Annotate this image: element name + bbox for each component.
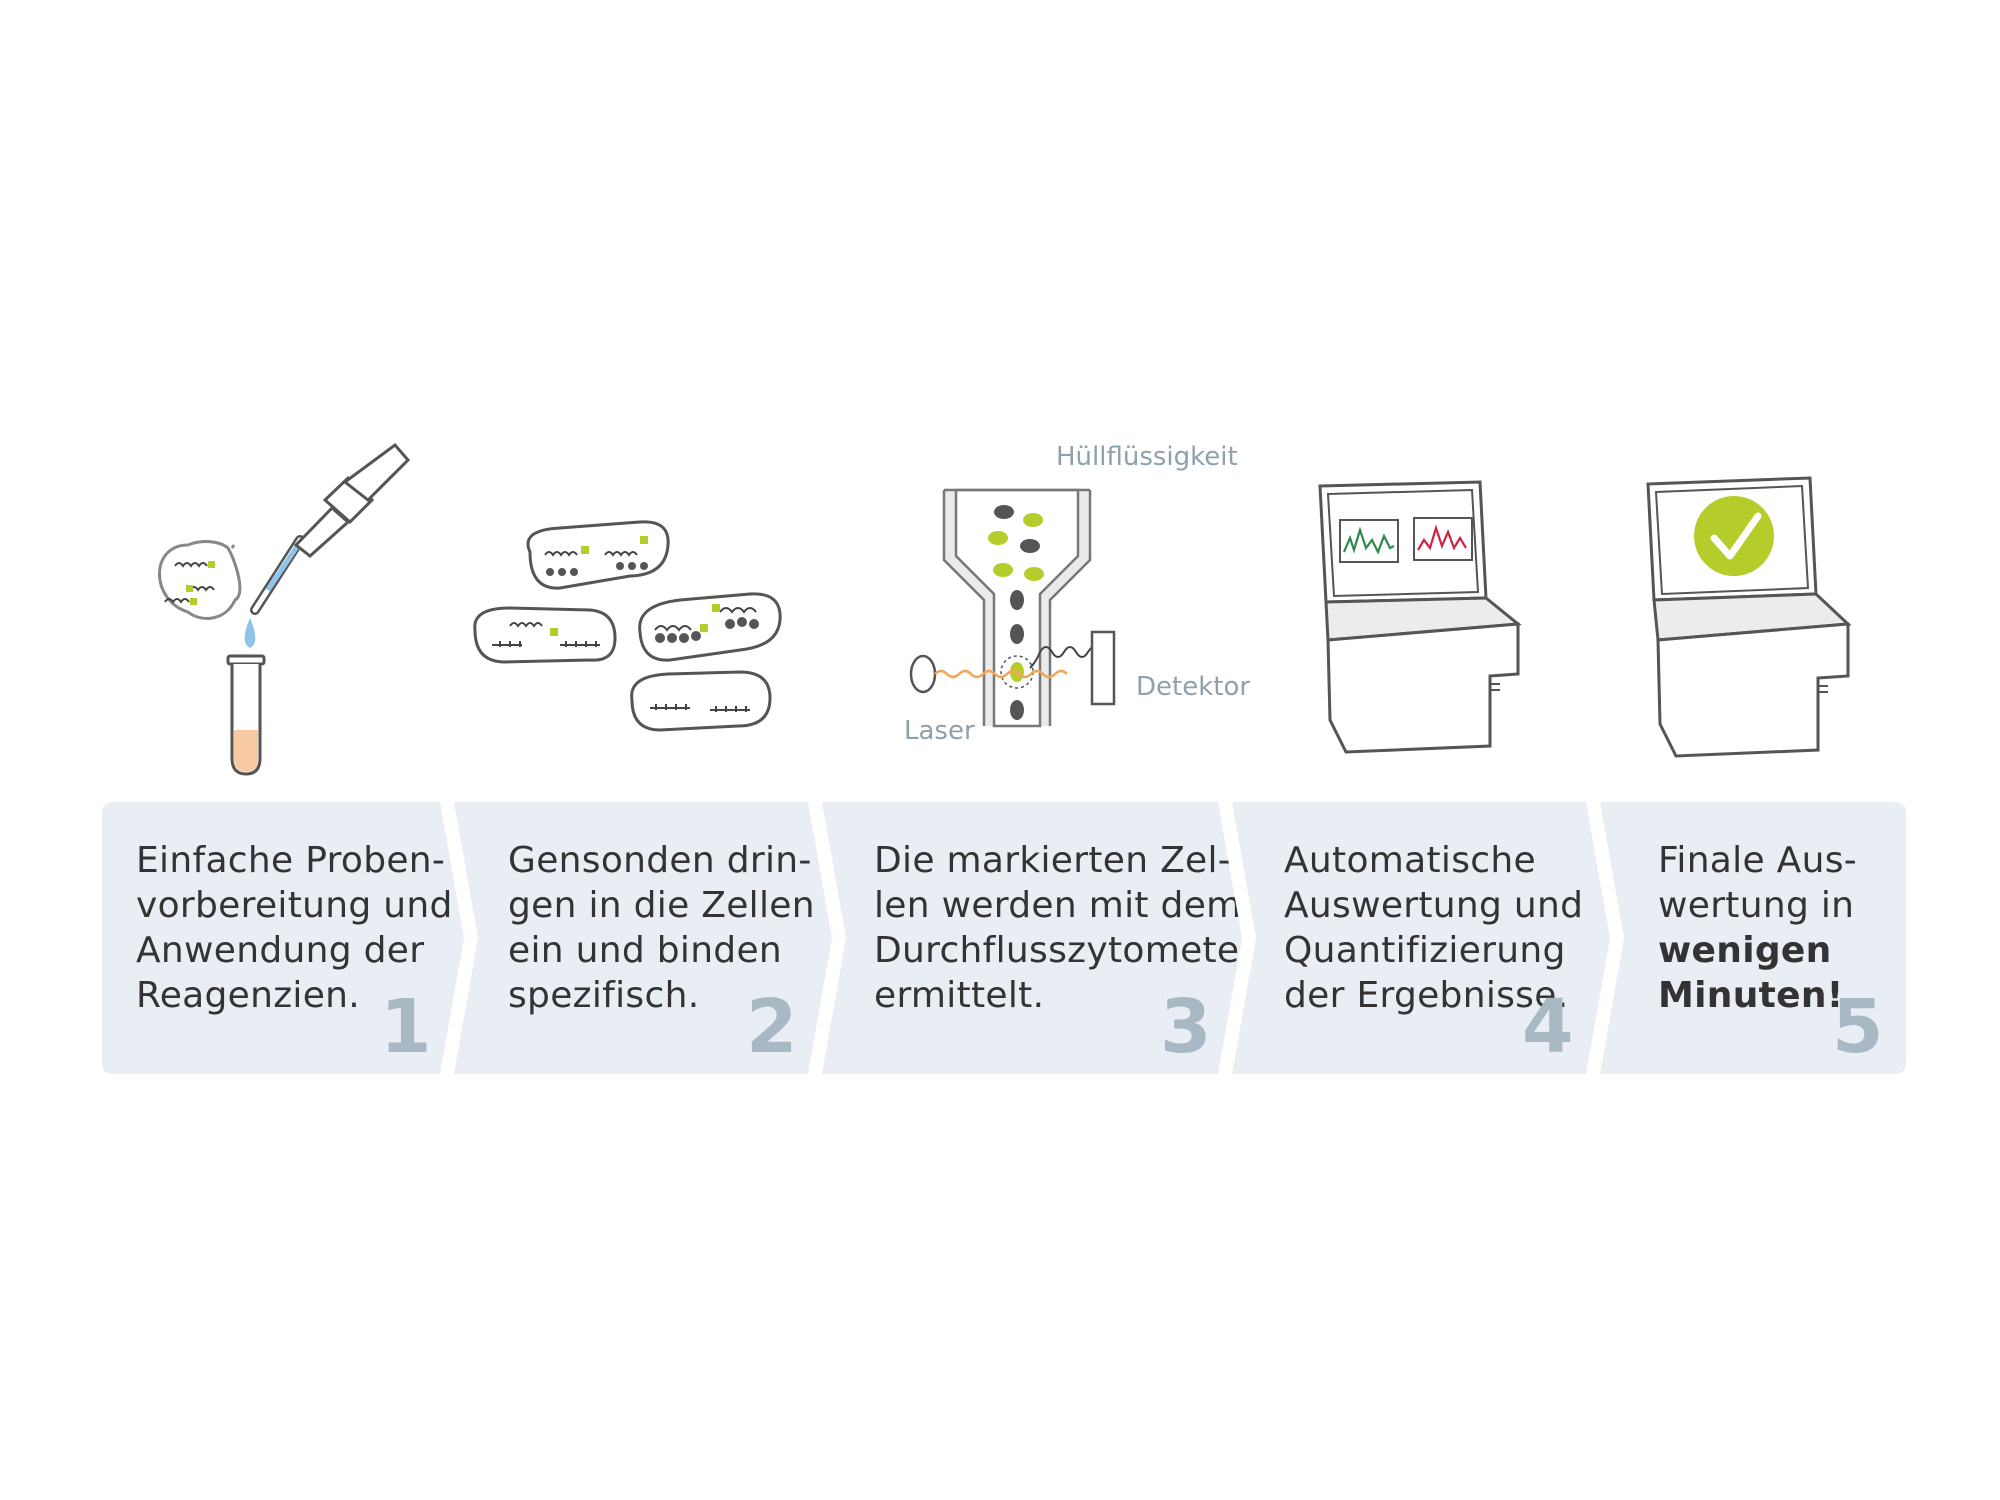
analyzer-with-graphs-illustration <box>1318 480 1522 754</box>
cell-icon <box>638 592 782 662</box>
step-text-line: der Ergebnisse. <box>1284 975 1569 1016</box>
process-illustrations <box>158 442 1852 776</box>
step-text-line: Durchflusszytometer <box>874 930 1255 971</box>
cells-illustration <box>473 520 782 732</box>
flow-cytometer-illustration <box>909 488 1116 728</box>
molecule-bubble-icon <box>158 540 242 620</box>
step-text-line: wertung in <box>1658 885 1855 926</box>
step-text-line-highlight: wenigen <box>1658 930 1832 971</box>
step-text-line: Finale Aus- <box>1658 840 1858 881</box>
cell-icon <box>526 520 670 590</box>
cells-in-flow <box>988 505 1044 720</box>
step-text-line: Anwendung der <box>136 930 425 971</box>
step-text-line: len werden mit dem <box>874 885 1242 926</box>
step-number: 2 <box>746 984 798 1070</box>
step-text-line: Quantifizierung <box>1284 930 1566 971</box>
step-panel-3: Die markierten Zel- len werden mit dem D… <box>822 802 1242 1074</box>
step-description: Automatische Auswertung und Quantifizier… <box>1284 838 1583 1018</box>
step-panel-2: Gensonden drin- gen in die Zellen ein un… <box>454 802 832 1074</box>
step-description: Die markierten Zel- len werden mit dem D… <box>874 838 1255 1018</box>
graph-icon <box>1413 517 1473 561</box>
sample-prep-illustration <box>158 442 411 776</box>
cell-icon <box>473 606 617 664</box>
result-ready-illustration <box>1646 476 1852 758</box>
step-text-line: Die markierten Zel- <box>874 840 1232 881</box>
analyzer-device-icon <box>1318 480 1522 754</box>
detector-icon <box>1029 630 1116 706</box>
step-description: Gensonden drin- gen in die Zellen ein un… <box>508 838 815 1018</box>
pipette-icon <box>250 442 411 615</box>
test-tube-icon <box>226 654 266 776</box>
laser-label: Laser <box>904 716 975 746</box>
analyzer-device-icon <box>1646 476 1852 758</box>
step-text-line: Einfache Proben- <box>136 840 446 881</box>
step-panel-1: Einfache Proben- vorbereitung und Anwend… <box>102 802 464 1074</box>
laser-icon <box>909 654 1068 694</box>
drop-icon <box>244 618 256 648</box>
step-number: 5 <box>1832 984 1884 1070</box>
cell-icon <box>630 670 772 732</box>
step-number: 1 <box>380 984 432 1070</box>
step-text-line: Reagenzien. <box>136 975 361 1016</box>
step-description: Einfache Proben- vorbereitung und Anwend… <box>136 838 453 1018</box>
check-mark-icon <box>1694 496 1774 576</box>
step-text-line: spezifisch. <box>508 975 700 1016</box>
step-text-line: vorbereitung und <box>136 885 453 926</box>
step-text-line: Auswertung und <box>1284 885 1584 926</box>
step-panel-4: Automatische Auswertung und Quantifizier… <box>1232 802 1610 1074</box>
step-text-line: gen in die Zellen <box>508 885 815 926</box>
step-text-line: ein und binden <box>508 930 783 971</box>
step-number: 4 <box>1522 984 1574 1070</box>
sheath-fluid-label: Hüllflüssigkeit <box>1056 442 1238 472</box>
step-text-line: Automatische <box>1284 840 1536 881</box>
step-number: 3 <box>1160 984 1212 1070</box>
step-text-line: ermittelt. <box>874 975 1045 1016</box>
detector-label: Detektor <box>1136 672 1251 702</box>
step-panel-5: Finale Aus- wertung in wenigen Minuten! … <box>1600 802 1906 1074</box>
graph-icon <box>1339 519 1399 563</box>
step-text-line: Gensonden drin- <box>508 840 812 881</box>
step-description: Finale Aus- wertung in wenigen Minuten! <box>1658 838 1857 1018</box>
step-text-line-highlight: Minuten! <box>1658 975 1844 1016</box>
